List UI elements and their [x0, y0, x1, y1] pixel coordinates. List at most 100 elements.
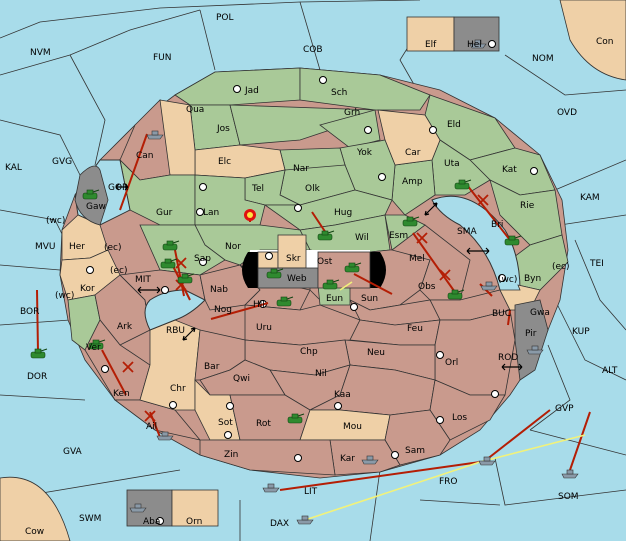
label-los: Los: [452, 413, 467, 423]
label-neu: Neu: [367, 348, 385, 358]
label-sam: Sam: [405, 446, 425, 456]
label-sch: Sch: [331, 88, 347, 98]
label-ost: Ost: [317, 257, 333, 267]
units-layer: [30, 39, 579, 525]
fleet-icon[interactable]: [480, 281, 498, 291]
fleet-icon[interactable]: [156, 431, 174, 441]
capital-star-icon: [244, 209, 256, 221]
coast-tag-byn-ec: (ec): [552, 262, 570, 272]
label-tel: Tel: [251, 184, 264, 194]
sea-label-fun: FUN: [153, 53, 172, 63]
capital-cap-left: [242, 252, 258, 288]
label-sot: Sot: [218, 418, 233, 428]
label-mel: Mel: [409, 254, 425, 264]
army-icon[interactable]: [88, 339, 106, 350]
army-icon[interactable]: [162, 240, 180, 251]
label-esm: Esm: [389, 231, 408, 241]
army-icon[interactable]: [454, 179, 472, 190]
fleet-icon[interactable]: [146, 130, 164, 140]
label-sun: Sun: [361, 294, 378, 304]
army-icon[interactable]: [276, 296, 294, 307]
sea-label-kal: KAL: [5, 163, 22, 173]
sea-label-nom: NOM: [532, 54, 554, 64]
army-icon[interactable]: [82, 189, 100, 200]
army-icon[interactable]: [287, 413, 305, 424]
failure-marks: [122, 194, 489, 422]
sea-label-rod: ROD: [498, 353, 518, 363]
fleet-icon[interactable]: [361, 455, 379, 465]
sea-label-bor: BOR: [20, 307, 39, 317]
label-qua: Qua: [186, 105, 204, 115]
label-qwi: Qwi: [233, 374, 250, 384]
province-zin[interactable]: [199, 439, 336, 476]
province-elf[interactable]: [406, 16, 455, 52]
label-nil: Nil: [315, 369, 327, 379]
label-orn: Orn: [186, 517, 202, 527]
label-uru: Uru: [256, 323, 272, 333]
label-ark: Ark: [117, 322, 133, 332]
province-sch[interactable]: [299, 67, 431, 111]
label-amp: Amp: [402, 177, 423, 187]
label-ail: Ail: [146, 422, 157, 432]
label-zin: Zin: [224, 450, 238, 460]
army-icon[interactable]: [504, 235, 522, 246]
province-skr[interactable]: [277, 234, 307, 269]
label-uta: Uta: [444, 159, 460, 169]
coast-tag-kor-wc: (wc): [55, 291, 74, 301]
label-chr: Chr: [170, 384, 186, 394]
province-grh[interactable]: [319, 109, 381, 149]
army-icon[interactable]: [322, 279, 340, 290]
label-mou: Mou: [343, 422, 362, 432]
army-icon[interactable]: [402, 216, 420, 227]
label-feu: Feu: [407, 324, 423, 334]
sea-label-gvg: GVG: [52, 157, 72, 167]
label-elf: Elf: [425, 40, 437, 50]
fleet-icon[interactable]: [526, 345, 544, 355]
label-gaw: Gaw: [86, 202, 106, 212]
fleet-icon[interactable]: [262, 483, 280, 493]
sea-label-kam: KAM: [580, 193, 600, 203]
label-nar: Nar: [293, 164, 309, 174]
label-grh: Grh: [344, 108, 360, 118]
army-icon[interactable]: [177, 273, 195, 284]
coast-tag-her-ec: (ec): [104, 243, 122, 253]
army-icon[interactable]: [30, 348, 48, 359]
sea-label-gva: GVA: [63, 447, 83, 457]
label-ver: Ver: [86, 343, 101, 353]
fleet-icon[interactable]: [478, 456, 496, 466]
capital-cap-right: [370, 252, 386, 288]
coast-tag-her-wc: (wc): [46, 216, 65, 226]
label-eld: Eld: [447, 120, 461, 130]
sea-label-gvp: GVP: [555, 404, 574, 414]
fleet-icon[interactable]: [296, 515, 314, 525]
label-olk: Olk: [305, 184, 321, 194]
label-wil: Wil: [355, 233, 369, 243]
label-nor: Nor: [225, 242, 241, 252]
province-grh-area[interactable]: [229, 104, 376, 146]
sea-label-lit: LIT: [304, 487, 318, 497]
army-icon[interactable]: [160, 258, 178, 269]
army-icon[interactable]: [447, 289, 465, 300]
sea-label-pol: POL: [216, 13, 234, 23]
label-elc: Elc: [218, 157, 231, 167]
province-orn[interactable]: [171, 489, 219, 527]
label-kar: Kar: [340, 454, 355, 464]
sea-label-rbu: RBU: [166, 326, 185, 336]
fleet-icon[interactable]: [129, 503, 147, 513]
label-sap: Sap: [194, 254, 211, 264]
label-her: Her: [69, 242, 85, 252]
sea-label-mvu: MVU: [35, 242, 56, 252]
sea-label-mit: MIT: [135, 275, 151, 285]
sea-label-buc: BUC: [492, 309, 511, 319]
label-yok: Yok: [356, 148, 373, 158]
province-ail[interactable]: [113, 399, 202, 441]
army-icon[interactable]: [266, 268, 284, 279]
fleet-icon[interactable]: [469, 39, 487, 49]
support-lines: [304, 281, 586, 521]
label-eun: Eun: [326, 294, 343, 304]
sea-label-cow: Cow: [25, 527, 44, 537]
army-icon[interactable]: [344, 262, 362, 273]
army-icon[interactable]: [317, 230, 335, 241]
sea-labels: POL NVM FUN COB NOM Con OVD KAL GVG KAM …: [5, 13, 618, 537]
fleet-icon[interactable]: [561, 469, 579, 479]
